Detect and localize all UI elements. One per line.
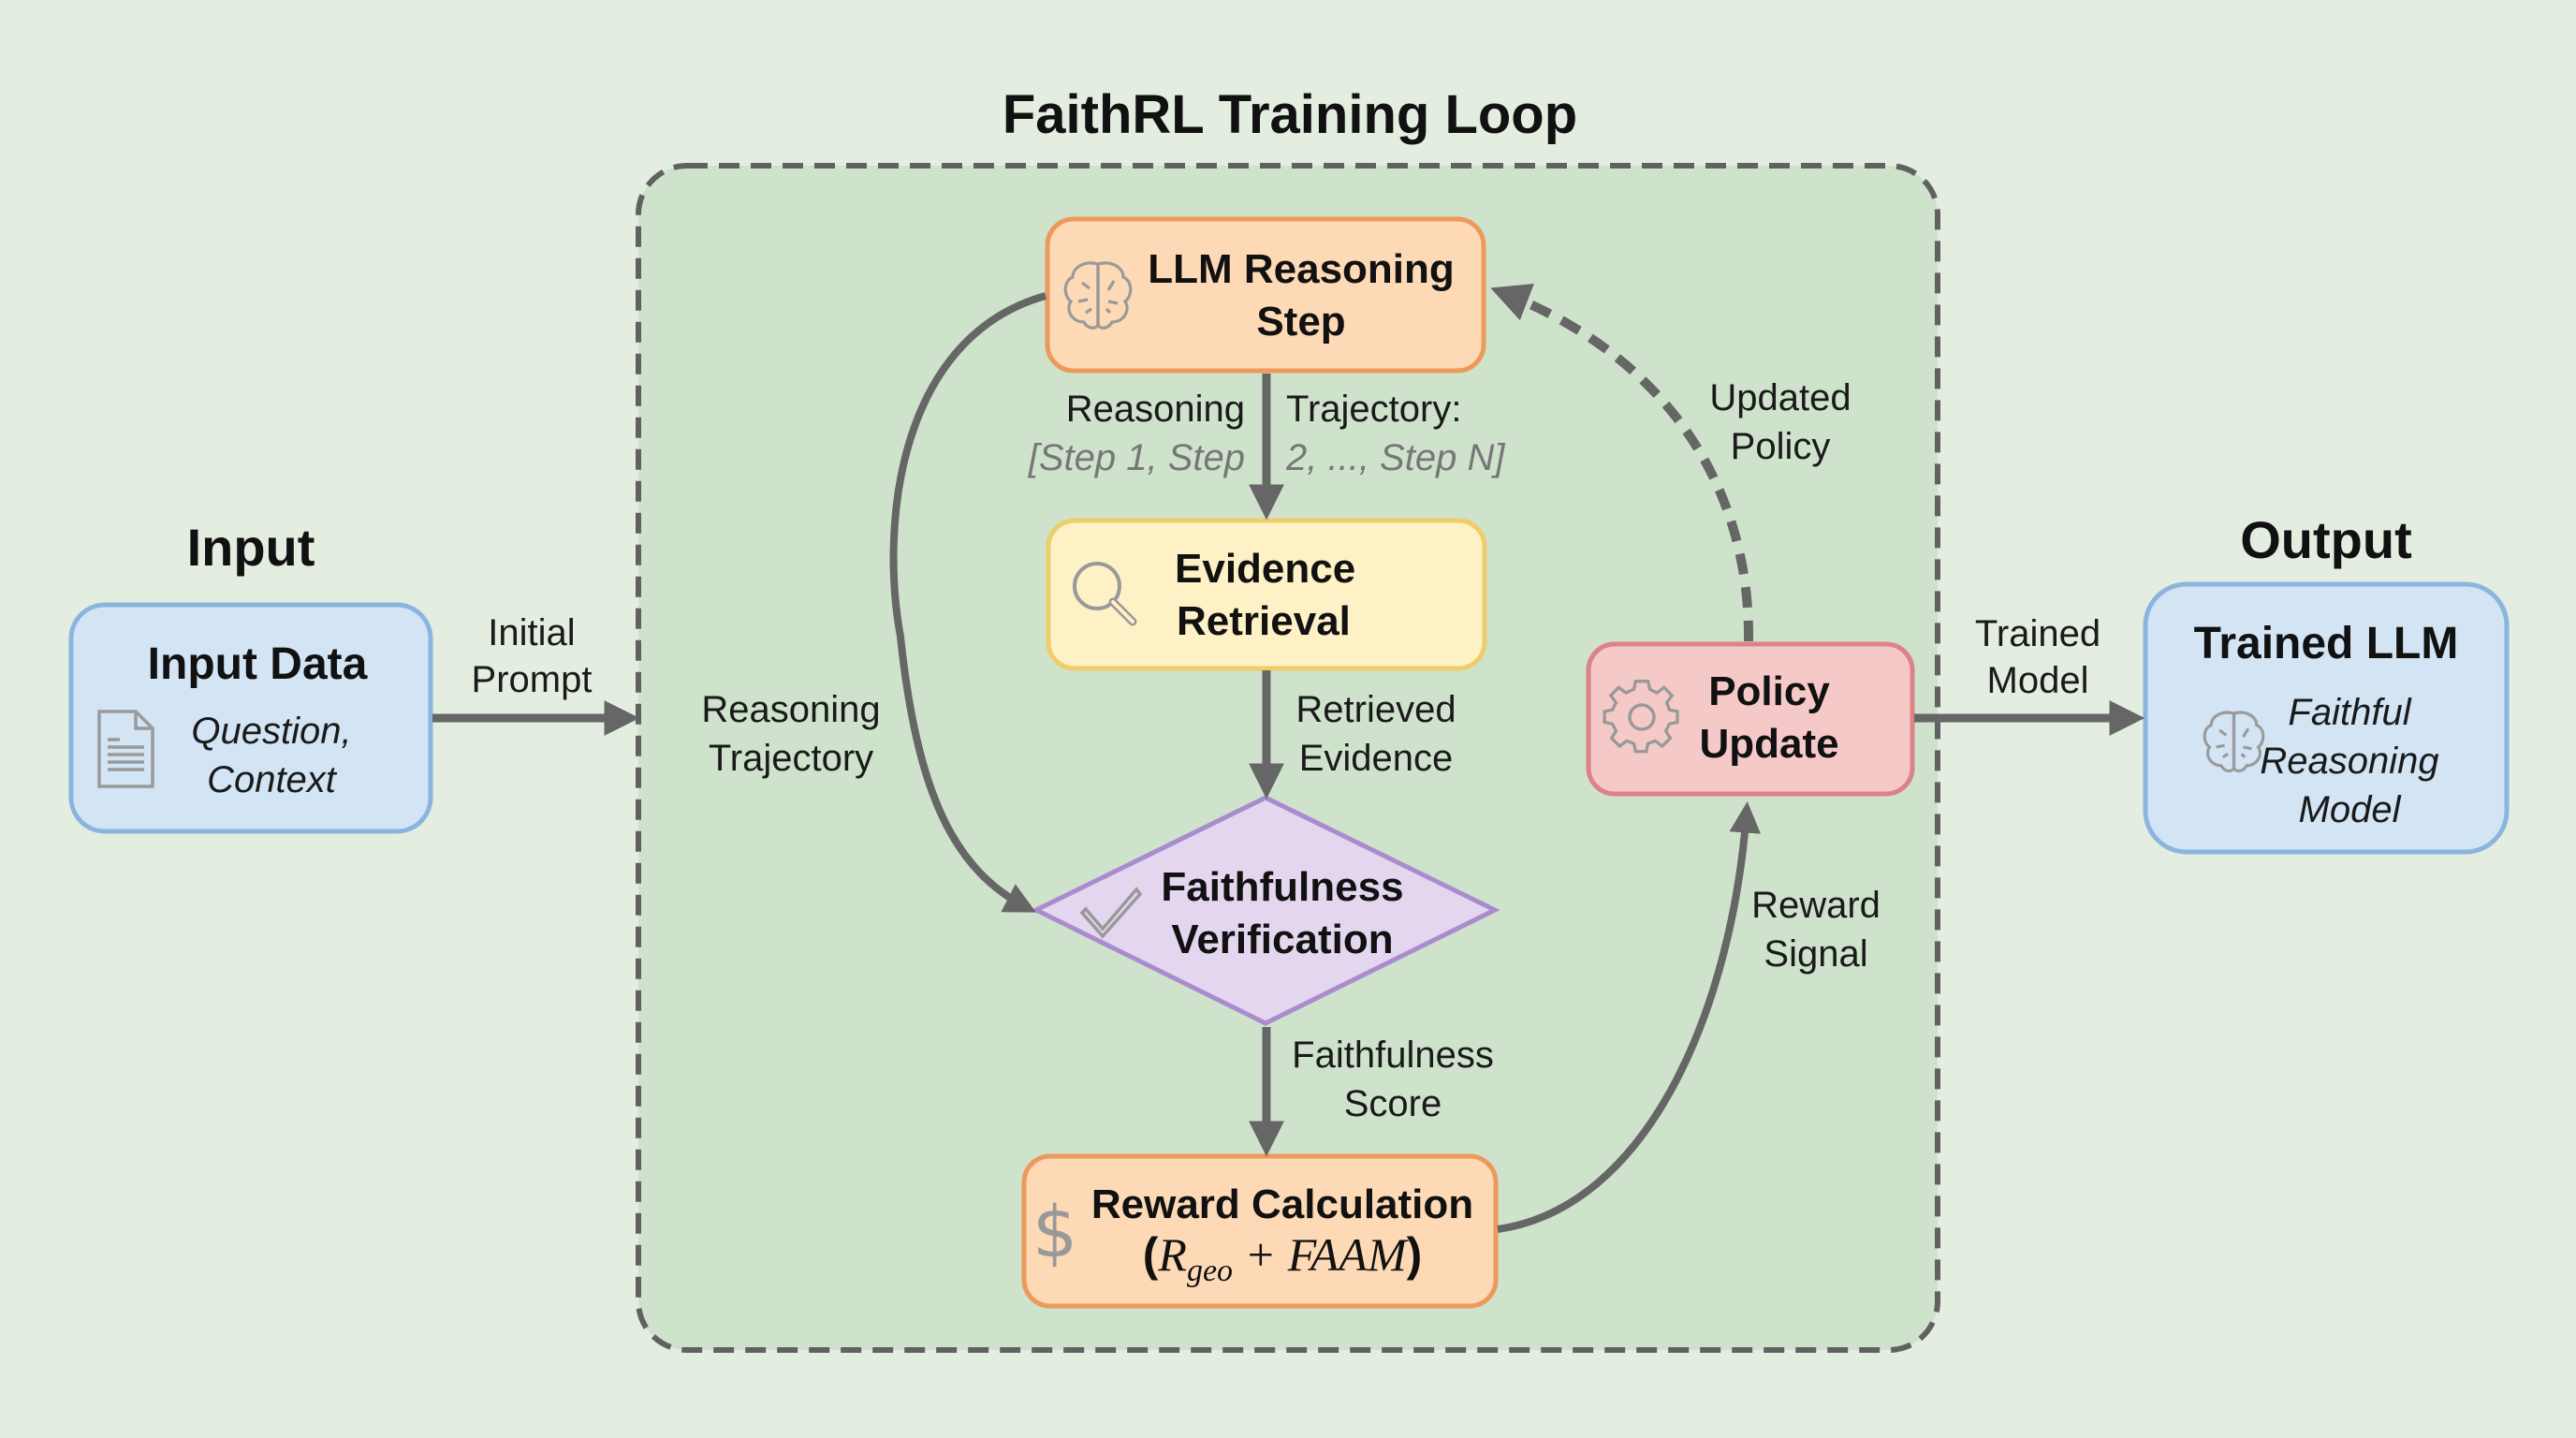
- brain-icon: [1063, 261, 1133, 330]
- faithfulness-verification-diamond[interactable]: [1031, 795, 1500, 1026]
- output-box-subtitle-1: Faithful: [2288, 692, 2411, 733]
- arrow-updated-policy-dashed: [1490, 284, 1754, 642]
- policy-node-label-1: Policy: [1708, 668, 1830, 714]
- policy-node-label-2: Update: [1699, 721, 1839, 767]
- diagram-title: FaithRL Training Loop: [1002, 84, 1578, 145]
- verify-node-label-2: Verification: [1171, 917, 1394, 962]
- checkmark-icon: [1079, 887, 1143, 939]
- output-box-title: Trained LLM: [2193, 619, 2459, 668]
- input-box-subtitle-2: Context: [207, 759, 336, 800]
- edge-label-reward-signal-1: Reward: [1751, 885, 1881, 926]
- training-loop-container: [636, 163, 1940, 1353]
- arrow-reward-signal-curve: [1497, 800, 1761, 1233]
- llm-node-label-1: LLM Reasoning: [1148, 246, 1455, 292]
- evidence-retrieval-box[interactable]: [1046, 518, 1487, 671]
- edge-label-faithfulness-score-1: Faithfulness: [1292, 1034, 1494, 1076]
- gear-icon: [1603, 680, 1679, 754]
- edge-label-initial-prompt-2: Prompt: [471, 659, 593, 700]
- verify-node-label-1: Faithfulness: [1161, 864, 1404, 910]
- edge-label-trajectory-top-left-2: [Step 1, Step: [1028, 437, 1245, 478]
- edge-label-trained-model-2: Model: [1986, 660, 2089, 701]
- evidence-node-label-2: Retrieval: [1177, 598, 1351, 644]
- formula-rest: + FAAM: [1233, 1228, 1407, 1281]
- formula-subscript: geo: [1186, 1254, 1234, 1288]
- dollar-icon: $: [1032, 1190, 1078, 1273]
- edge-label-trajectory-top-right-2: 2, ..., Step N]: [1286, 437, 1505, 478]
- edge-label-trajectory-top-left-1: Reasoning: [1065, 389, 1245, 430]
- reward-node-label: Reward Calculation: [1090, 1181, 1474, 1227]
- trained-llm-box[interactable]: [2143, 581, 2510, 855]
- document-icon: [97, 710, 154, 788]
- input-box-subtitle-1: Question,: [191, 711, 352, 752]
- edge-label-faithfulness-score-2: Score: [1343, 1083, 1442, 1124]
- edge-label-updated-policy-1: Updated: [1709, 377, 1852, 418]
- formula-r: R: [1158, 1228, 1187, 1281]
- input-box-title: Input Data: [147, 639, 368, 689]
- policy-update-box[interactable]: [1586, 641, 1915, 797]
- edge-label-retrieved-evidence-2: Evidence: [1298, 738, 1454, 779]
- edge-label-reward-signal-2: Signal: [1764, 933, 1868, 975]
- edge-label-trained-model-1: Trained: [1974, 613, 2101, 654]
- edge-label-reasoning-trajectory-2: Trajectory: [708, 738, 874, 779]
- input-heading: Input: [186, 518, 315, 577]
- input-data-box[interactable]: [68, 602, 433, 834]
- arrow-reasoning-trajectory-curve: [889, 292, 1047, 913]
- formula-close-paren: ): [1406, 1228, 1423, 1281]
- edge-label-retrieved-evidence-1: Retrieved: [1295, 689, 1456, 730]
- formula-open-paren: (: [1142, 1228, 1159, 1281]
- evidence-node-label-1: Evidence: [1175, 546, 1356, 592]
- reward-formula: (Rgeo + FAAM): [1076, 1226, 1488, 1291]
- edge-label-updated-policy-2: Policy: [1730, 426, 1831, 467]
- edge-label-reasoning-trajectory-1: Reasoning: [701, 689, 881, 730]
- brain-icon-output: [2203, 711, 2265, 772]
- magnifier-icon: [1073, 562, 1137, 626]
- edge-label-initial-prompt-1: Initial: [488, 612, 576, 653]
- output-heading: Output: [2240, 510, 2412, 569]
- edge-label-trajectory-top-right-1: Trajectory:: [1286, 389, 1462, 430]
- output-box-subtitle-3: Model: [2298, 789, 2401, 830]
- llm-reasoning-step-box[interactable]: [1045, 216, 1486, 374]
- output-box-subtitle-2: Reasoning: [2260, 741, 2439, 782]
- llm-node-label-2: Step: [1256, 299, 1346, 345]
